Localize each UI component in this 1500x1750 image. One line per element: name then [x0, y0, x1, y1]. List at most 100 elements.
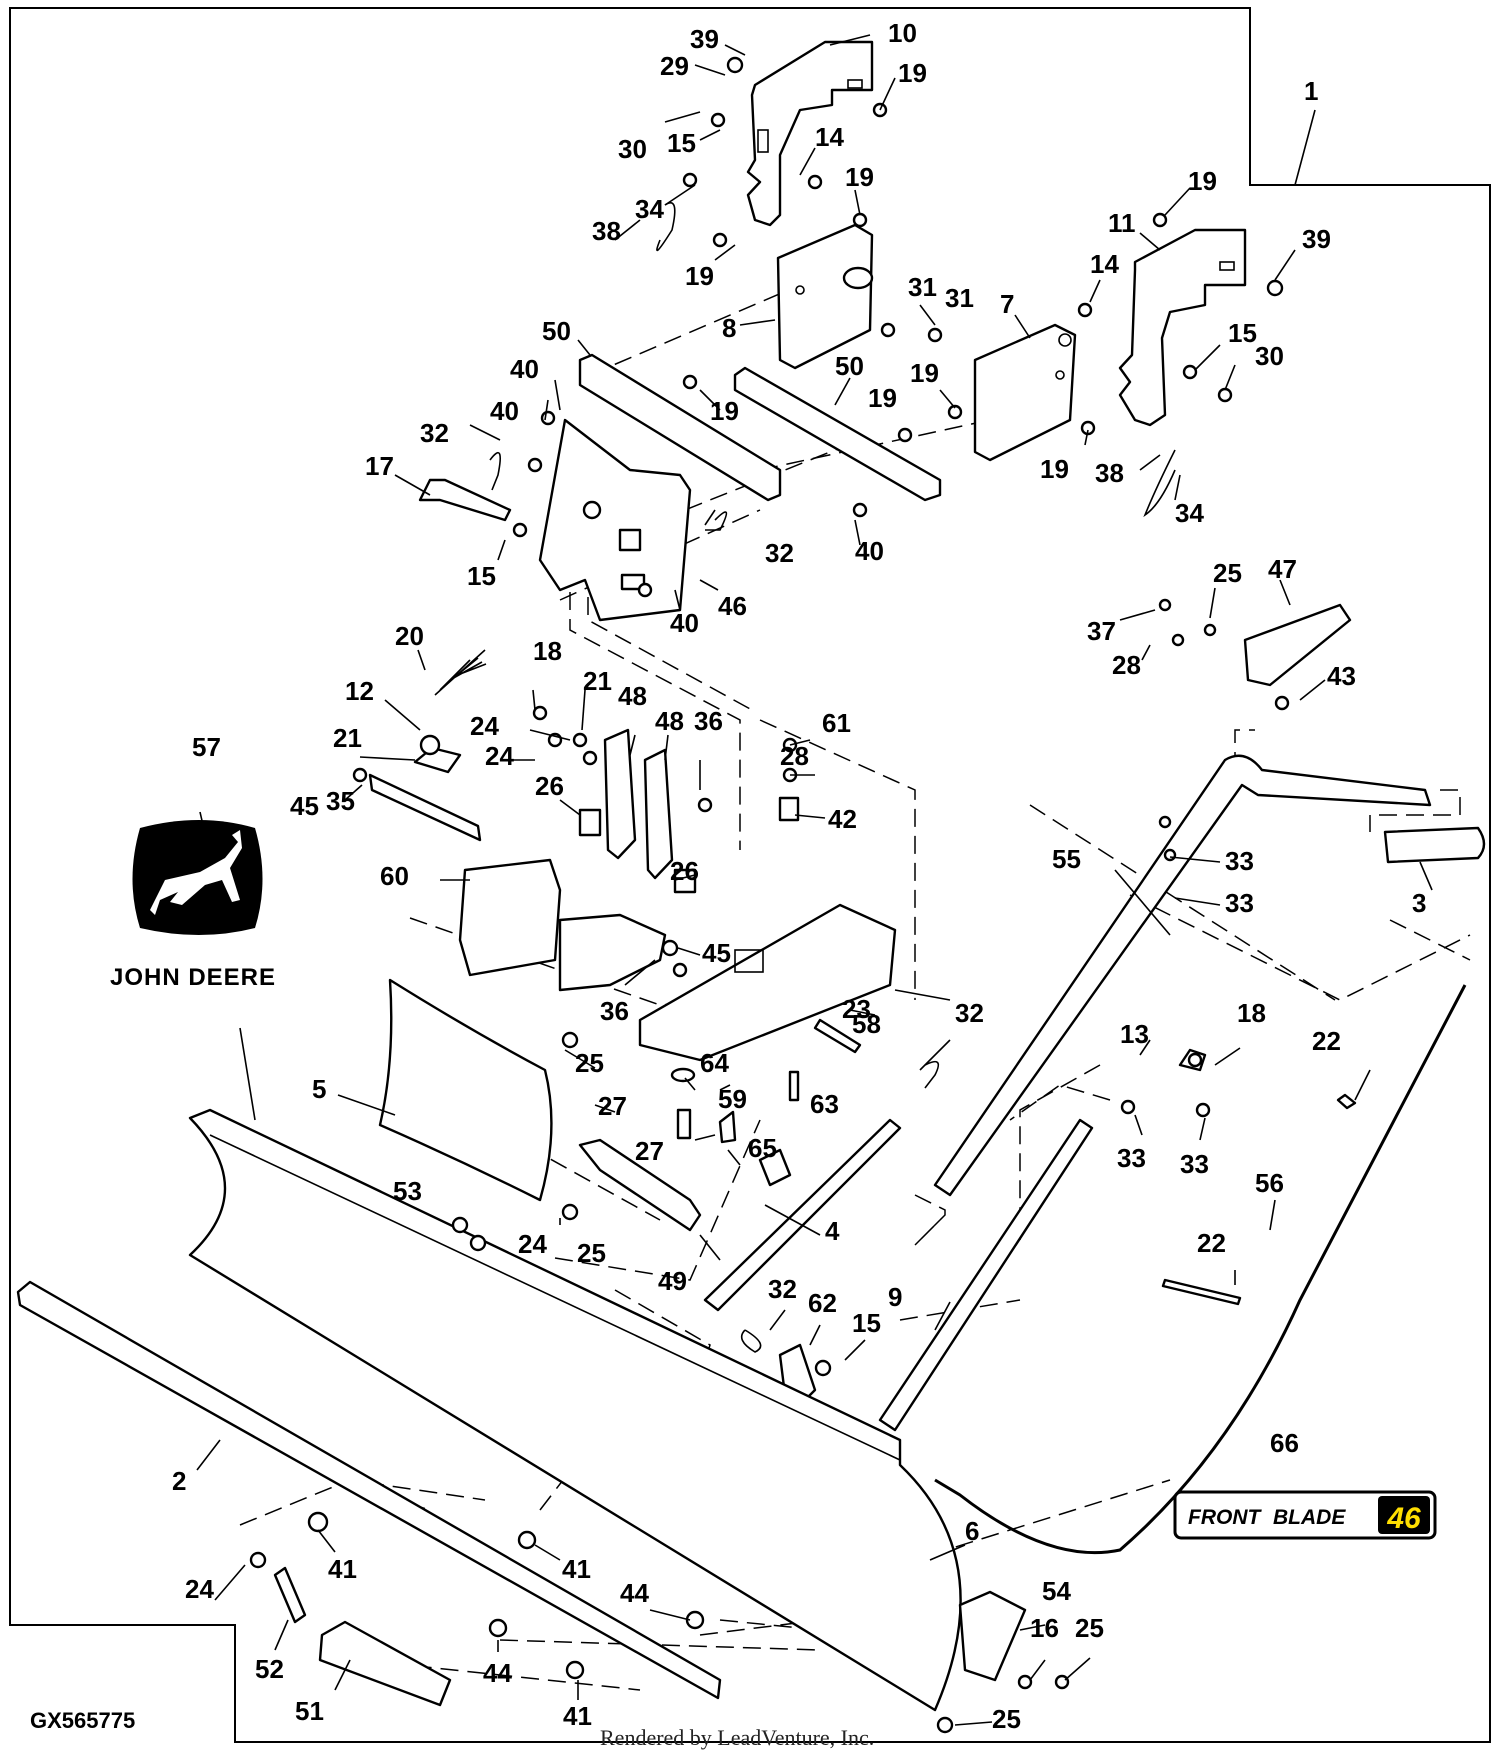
callout: 46	[718, 591, 747, 621]
callout: 27	[598, 1091, 627, 1121]
part-60-swivel-bracket	[458, 858, 667, 992]
callout: 35	[326, 786, 355, 816]
callout: 26	[535, 771, 564, 801]
part-50-crossbars	[578, 353, 942, 502]
callout-leaders	[196, 34, 1433, 1726]
callout: 22	[1312, 1026, 1341, 1056]
callout: 50	[835, 351, 864, 381]
callout: 33	[1225, 846, 1254, 876]
callout: 14	[815, 122, 844, 152]
callout: 32	[420, 418, 449, 448]
part-9-rod	[878, 1118, 1094, 1432]
callout: 51	[295, 1696, 324, 1726]
callout: 19	[898, 58, 927, 88]
callout: 30	[618, 134, 647, 164]
callout: 19	[868, 383, 897, 413]
part-7-mount-plate-right	[973, 323, 1077, 462]
callout: 52	[255, 1654, 284, 1684]
frontblade-46-badge: FRONT BLADE 46	[1173, 1490, 1437, 1540]
callout: 40	[670, 608, 699, 638]
badge-size-text: 46	[1386, 1502, 1421, 1535]
callout: 22	[1197, 1228, 1226, 1258]
callout: 14	[1090, 249, 1119, 279]
badge-front-text: FRONT	[1188, 1506, 1262, 1529]
callout: 66	[1270, 1428, 1299, 1458]
part-47-lever	[1243, 603, 1352, 687]
callout: 28	[780, 741, 809, 771]
callout: 43	[1327, 661, 1356, 691]
callout: 9	[888, 1282, 902, 1312]
callout: 11	[1108, 208, 1136, 238]
callout: 37	[1087, 616, 1116, 646]
callout: 48	[655, 706, 684, 736]
callout: 24	[470, 711, 499, 741]
callout: 56	[1255, 1168, 1284, 1198]
callout: 39	[1302, 224, 1331, 254]
callout: 2	[172, 1466, 186, 1496]
callout: 15	[852, 1308, 881, 1338]
badge-blade-text: BLADE	[1273, 1506, 1346, 1529]
part-56-control-cable	[934, 984, 1467, 1555]
callout: 33	[1117, 1143, 1146, 1173]
part-2-wear-bar	[16, 1280, 722, 1700]
part-58-base-plate	[638, 903, 897, 1062]
part-4-lift-link	[703, 1118, 902, 1312]
callout: 19	[1188, 166, 1217, 196]
callout: 65	[748, 1133, 777, 1163]
callout: 31	[945, 283, 974, 313]
callout: 25	[575, 1048, 604, 1078]
callout: 59	[718, 1084, 747, 1114]
callout: 20	[395, 621, 424, 651]
callout: 34	[635, 194, 664, 224]
callout: 48	[618, 681, 647, 711]
callout: 32	[768, 1274, 797, 1304]
callout: 21	[583, 666, 612, 696]
callout: 19	[685, 261, 714, 291]
callout: 55	[1052, 844, 1081, 874]
callout: 39	[690, 24, 719, 54]
callout: 29	[660, 51, 689, 81]
callout: 13	[1120, 1019, 1149, 1049]
callout: 54	[1042, 1576, 1071, 1606]
callout: 41	[563, 1701, 592, 1731]
part-48-brackets	[603, 728, 674, 880]
callout: 7	[1000, 289, 1014, 319]
callout: 26	[670, 856, 699, 886]
callout: 61	[822, 708, 851, 738]
callout: 63	[810, 1089, 839, 1119]
part-5-quadrant-plate	[378, 978, 553, 1202]
callout: 40	[510, 354, 539, 384]
assembly-boundary	[9, 7, 1491, 1743]
callout: 41	[328, 1554, 357, 1584]
callout: 19	[710, 396, 739, 426]
callout: 4	[825, 1216, 840, 1246]
part-55-lift-handle	[933, 754, 1432, 1197]
callout: 25	[1075, 1613, 1104, 1643]
brand-name: JOHN DEERE	[110, 964, 276, 991]
part-8-mount-plate-left	[776, 223, 874, 370]
callout-labels: 39 10 29 19 30 15 14 1 34 19 38 19 19 11…	[172, 18, 1426, 1734]
footer-credit: Rendered by LeadVenture, Inc.	[600, 1725, 874, 1750]
callout: 15	[667, 128, 696, 158]
callout: 15	[467, 561, 496, 591]
callout: 27	[635, 1136, 664, 1166]
part-20-spring	[434, 649, 487, 696]
callout: 64	[700, 1048, 729, 1078]
callout: 23	[842, 994, 871, 1024]
callout: 30	[1255, 341, 1284, 371]
callout: 6	[965, 1516, 979, 1546]
part-54-skid-shoe	[958, 1590, 1027, 1682]
callout: 38	[1095, 458, 1124, 488]
part-35-rod	[368, 773, 482, 842]
callout: 36	[600, 996, 629, 1026]
callout: 18	[533, 636, 562, 666]
callout: 41	[562, 1554, 591, 1584]
callout: 19	[1040, 454, 1069, 484]
part-49-angle-bar	[578, 1138, 792, 1232]
callout: 50	[542, 316, 571, 346]
callout: 53	[393, 1176, 422, 1206]
callout: 49	[658, 1266, 687, 1296]
part-3-grip	[1383, 826, 1486, 864]
part-6-blade	[188, 1108, 962, 1712]
